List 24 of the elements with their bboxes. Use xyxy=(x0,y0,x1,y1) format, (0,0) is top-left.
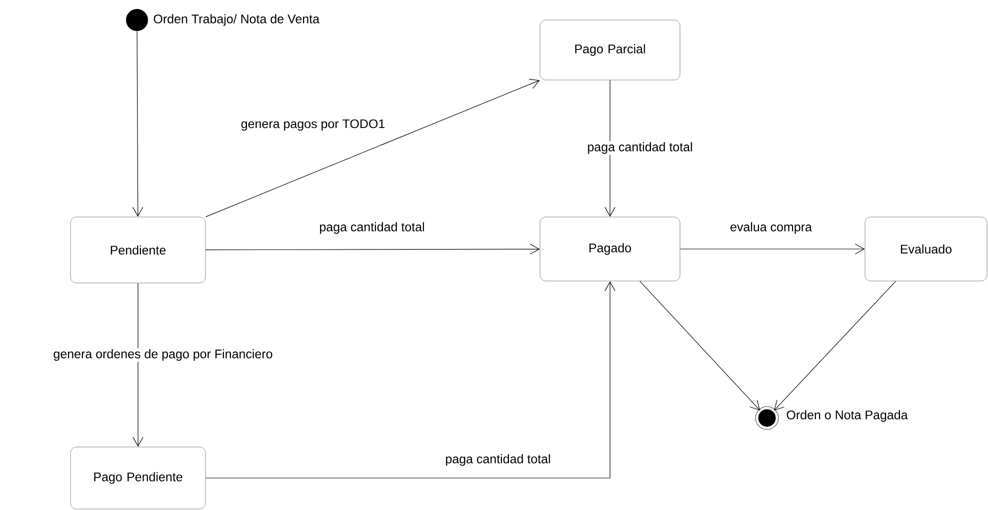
arrow xyxy=(680,244,865,254)
state-box: Pagado xyxy=(540,216,680,282)
arrow xyxy=(205,78,540,218)
arrow xyxy=(774,280,896,411)
arrow xyxy=(640,280,760,411)
edge-label: evalua compra xyxy=(729,221,813,235)
arrow xyxy=(205,281,616,478)
edge-label: genera pagos por TODO1 xyxy=(240,118,386,132)
initial-state xyxy=(126,9,148,31)
edge-label: paga cantidad total xyxy=(318,221,426,235)
edge-label: genera ordenes de pago por Financiero xyxy=(52,348,274,362)
state-box: Pago Parcial xyxy=(540,20,680,80)
arrow xyxy=(132,282,144,447)
final-state xyxy=(755,406,779,430)
arrow xyxy=(205,244,540,254)
state-box: Evaluado xyxy=(864,216,988,282)
state-box: Pendiente xyxy=(70,216,206,284)
arrow xyxy=(132,30,144,217)
arrow xyxy=(604,80,616,217)
state-caption: Orden o Nota Pagada xyxy=(786,410,908,422)
edge-label: paga cantidad total xyxy=(586,141,694,155)
edge-label: paga cantidad total xyxy=(444,453,552,467)
state-caption: Orden Trabajo/ Nota de Venta xyxy=(154,14,320,26)
state-box: Pago Pendiente xyxy=(70,446,206,510)
